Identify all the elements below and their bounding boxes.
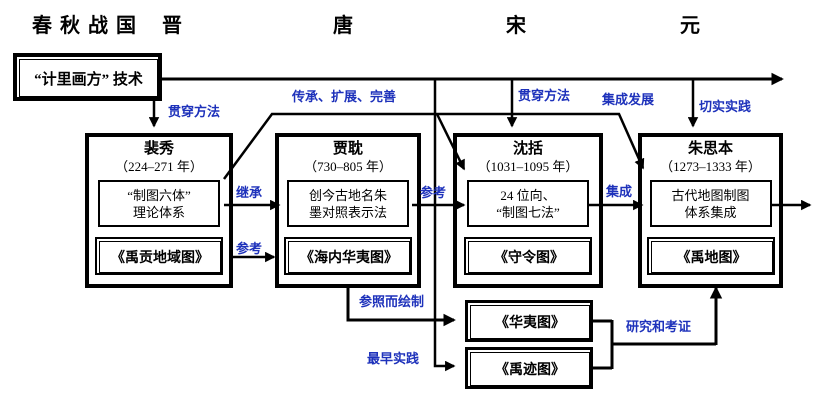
root-technique-box: “计里画方” 技术 bbox=[13, 53, 162, 101]
edge-label-canzhao: 参照而绘制 bbox=[359, 294, 425, 309]
edge-label-jicheng-fazhan: 集成发展 bbox=[602, 92, 655, 107]
era-label-jin: 晋 bbox=[162, 15, 182, 37]
map-box: 《海内华夷图》 bbox=[284, 237, 412, 275]
root-technique-label: “计里画方” 技术 bbox=[19, 59, 158, 97]
method-box: “制图六体” 理论体系 bbox=[98, 180, 220, 227]
person-years: （1031–1095 年） bbox=[477, 159, 579, 174]
person-box-zhusiben: 朱思本 （1273–1333 年） 古代地图制图 体系集成 《禹地图》 bbox=[638, 133, 783, 288]
edge-label-jicheng: 继承 bbox=[236, 185, 263, 200]
person-box-peixiu: 裴秀 （224–271 年） “制图六体” 理论体系 《禹贡地域图》 bbox=[85, 133, 233, 288]
era-label-chunqiu-zhanguo: 春秋战国 bbox=[32, 15, 144, 37]
edge-label-cankao1: 参考 bbox=[236, 241, 263, 256]
map-title: 《守令图》 bbox=[468, 241, 590, 273]
map-box: 《禹贡地域图》 bbox=[95, 237, 223, 275]
method-box: 创今古地名朱 墨对照表示法 bbox=[287, 180, 409, 227]
person-name: 朱思本 bbox=[687, 141, 733, 157]
map-box: 《禹地图》 bbox=[646, 237, 775, 275]
map-box: 《守令图》 bbox=[464, 237, 592, 275]
method-box: 古代地图制图 体系集成 bbox=[649, 180, 772, 227]
person-years: （730–805 年） bbox=[304, 159, 392, 174]
edge-label-chuancheng: 传承、扩展、完善 bbox=[292, 89, 397, 104]
edge-label-guanchuan2: 贯穿方法 bbox=[518, 88, 571, 103]
edge-label-jicheng2: 集成 bbox=[606, 184, 633, 199]
person-years: （1273–1333 年） bbox=[660, 159, 761, 174]
map-title: 《禹贡地域图》 bbox=[99, 241, 221, 273]
map-title: 《禹迹图》 bbox=[470, 352, 590, 386]
person-name: 裴秀 bbox=[143, 141, 174, 157]
edge-label-qieshi: 切实实践 bbox=[699, 99, 752, 114]
map-box-yujitu: 《禹迹图》 bbox=[465, 347, 593, 389]
edge-label-cankao2: 参考 bbox=[420, 185, 447, 200]
edge-label-guanchuan1: 贯穿方法 bbox=[168, 104, 221, 119]
map-title: 《禹地图》 bbox=[650, 241, 773, 273]
person-box-jiadan: 贾耽 （730–805 年） 创今古地名朱 墨对照表示法 《海内华夷图》 bbox=[275, 133, 421, 288]
era-label-song: 宋 bbox=[506, 15, 526, 37]
era-label-tang: 唐 bbox=[333, 15, 353, 37]
person-years: （224–271 年） bbox=[115, 159, 203, 174]
person-name: 贾耽 bbox=[332, 141, 363, 157]
method-box: 24 位向、 “制图七法” bbox=[467, 180, 589, 227]
person-box-shenkuo: 沈括 （1031–1095 年） 24 位向、 “制图七法” 《守令图》 bbox=[453, 133, 603, 288]
person-name: 沈括 bbox=[512, 141, 543, 157]
edge-label-yanjiu: 研究和考证 bbox=[626, 319, 692, 334]
map-title: 《华夷图》 bbox=[470, 305, 590, 339]
map-title: 《海内华夷图》 bbox=[288, 241, 410, 273]
earliest-practice-arrow bbox=[433, 79, 456, 372]
era-label-yuan: 元 bbox=[680, 15, 700, 37]
edge-label-zuizao: 最早实践 bbox=[367, 351, 420, 366]
map-box-huayitu: 《华夷图》 bbox=[465, 300, 593, 342]
